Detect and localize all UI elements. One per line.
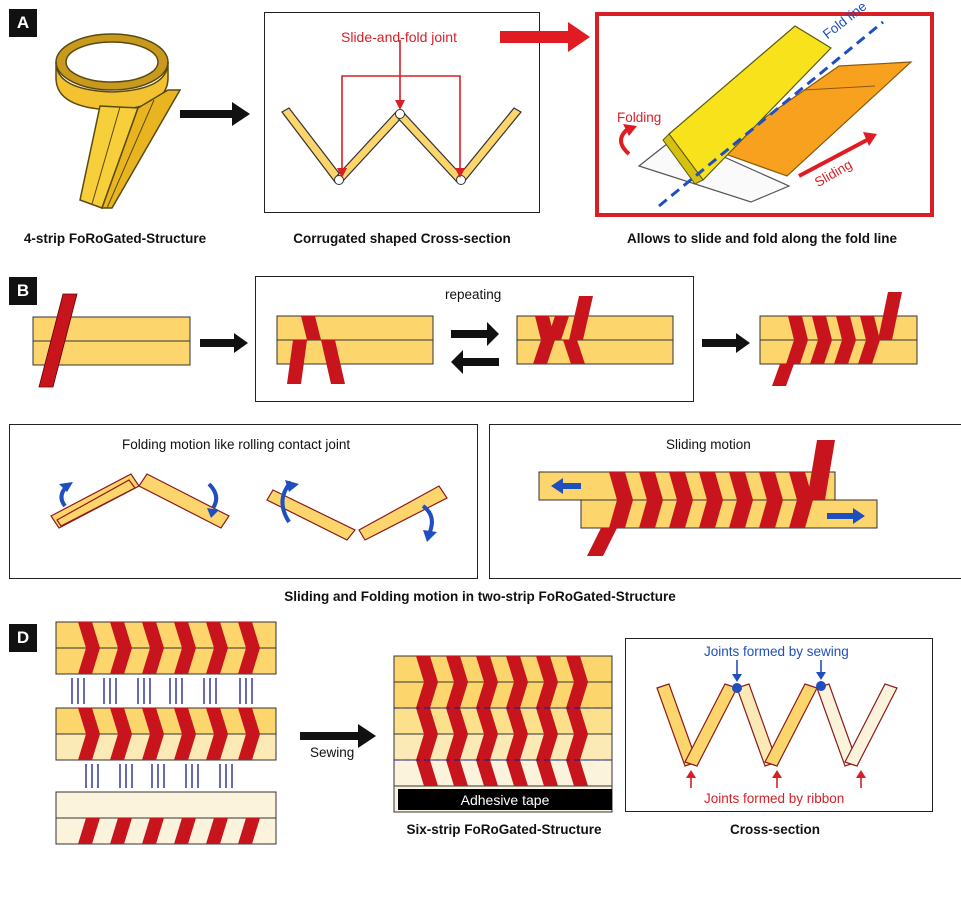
arrow-b2: [702, 333, 750, 353]
panel-d-label: D: [9, 624, 37, 652]
folding-motion-label: Folding motion like rolling contact join…: [122, 437, 351, 452]
panel-a-label: A: [9, 9, 37, 37]
cross-section-diagram: [656, 660, 898, 788]
folding-label: Folding: [617, 110, 662, 125]
caption-corrugated: Corrugated shaped Cross-section: [293, 231, 511, 246]
repeating-diagram: [276, 296, 674, 384]
sewing-joints-label: Joints formed by sewing: [704, 644, 849, 659]
sliding-motion-diagram: [538, 440, 878, 556]
three-layers-before-sewing: [55, 621, 277, 845]
arrow-sewing: [300, 724, 376, 748]
two-strip-woven-diagram: [759, 292, 918, 386]
sliding-motion-label: Sliding motion: [666, 437, 751, 452]
caption-six-strip: Six-strip FoRoGated-Structure: [406, 822, 602, 837]
caption-slide-fold: Allows to slide and fold along the fold …: [627, 231, 897, 246]
sewing-label: Sewing: [310, 745, 355, 760]
caption-cross-section: Cross-section: [729, 822, 821, 837]
arrow-b1: [200, 333, 248, 353]
four-strip-structure-illustration: [55, 33, 182, 209]
adhesive-tape-label: Adhesive tape: [398, 789, 612, 810]
two-strip-start-diagram: [32, 293, 191, 388]
caption-four-strip: 4-strip FoRoGated-Structure: [23, 231, 207, 246]
folding-motion-diagram: [50, 473, 448, 542]
ribbon-joints-label: Joints formed by ribbon: [704, 791, 845, 806]
corrugated-cross-section-diagram: [281, 40, 522, 185]
slide-fold-joint-label: Slide-and-fold joint: [341, 29, 457, 45]
repeating-label: repeating: [445, 287, 502, 302]
panel-b-label: B: [9, 277, 37, 305]
slide-fold-detail-diagram: [619, 20, 913, 208]
red-arrow-a2: [500, 22, 590, 52]
caption-sliding-folding: Sliding and Folding motion in two-strip …: [284, 589, 676, 604]
arrow-a1: [180, 102, 250, 126]
